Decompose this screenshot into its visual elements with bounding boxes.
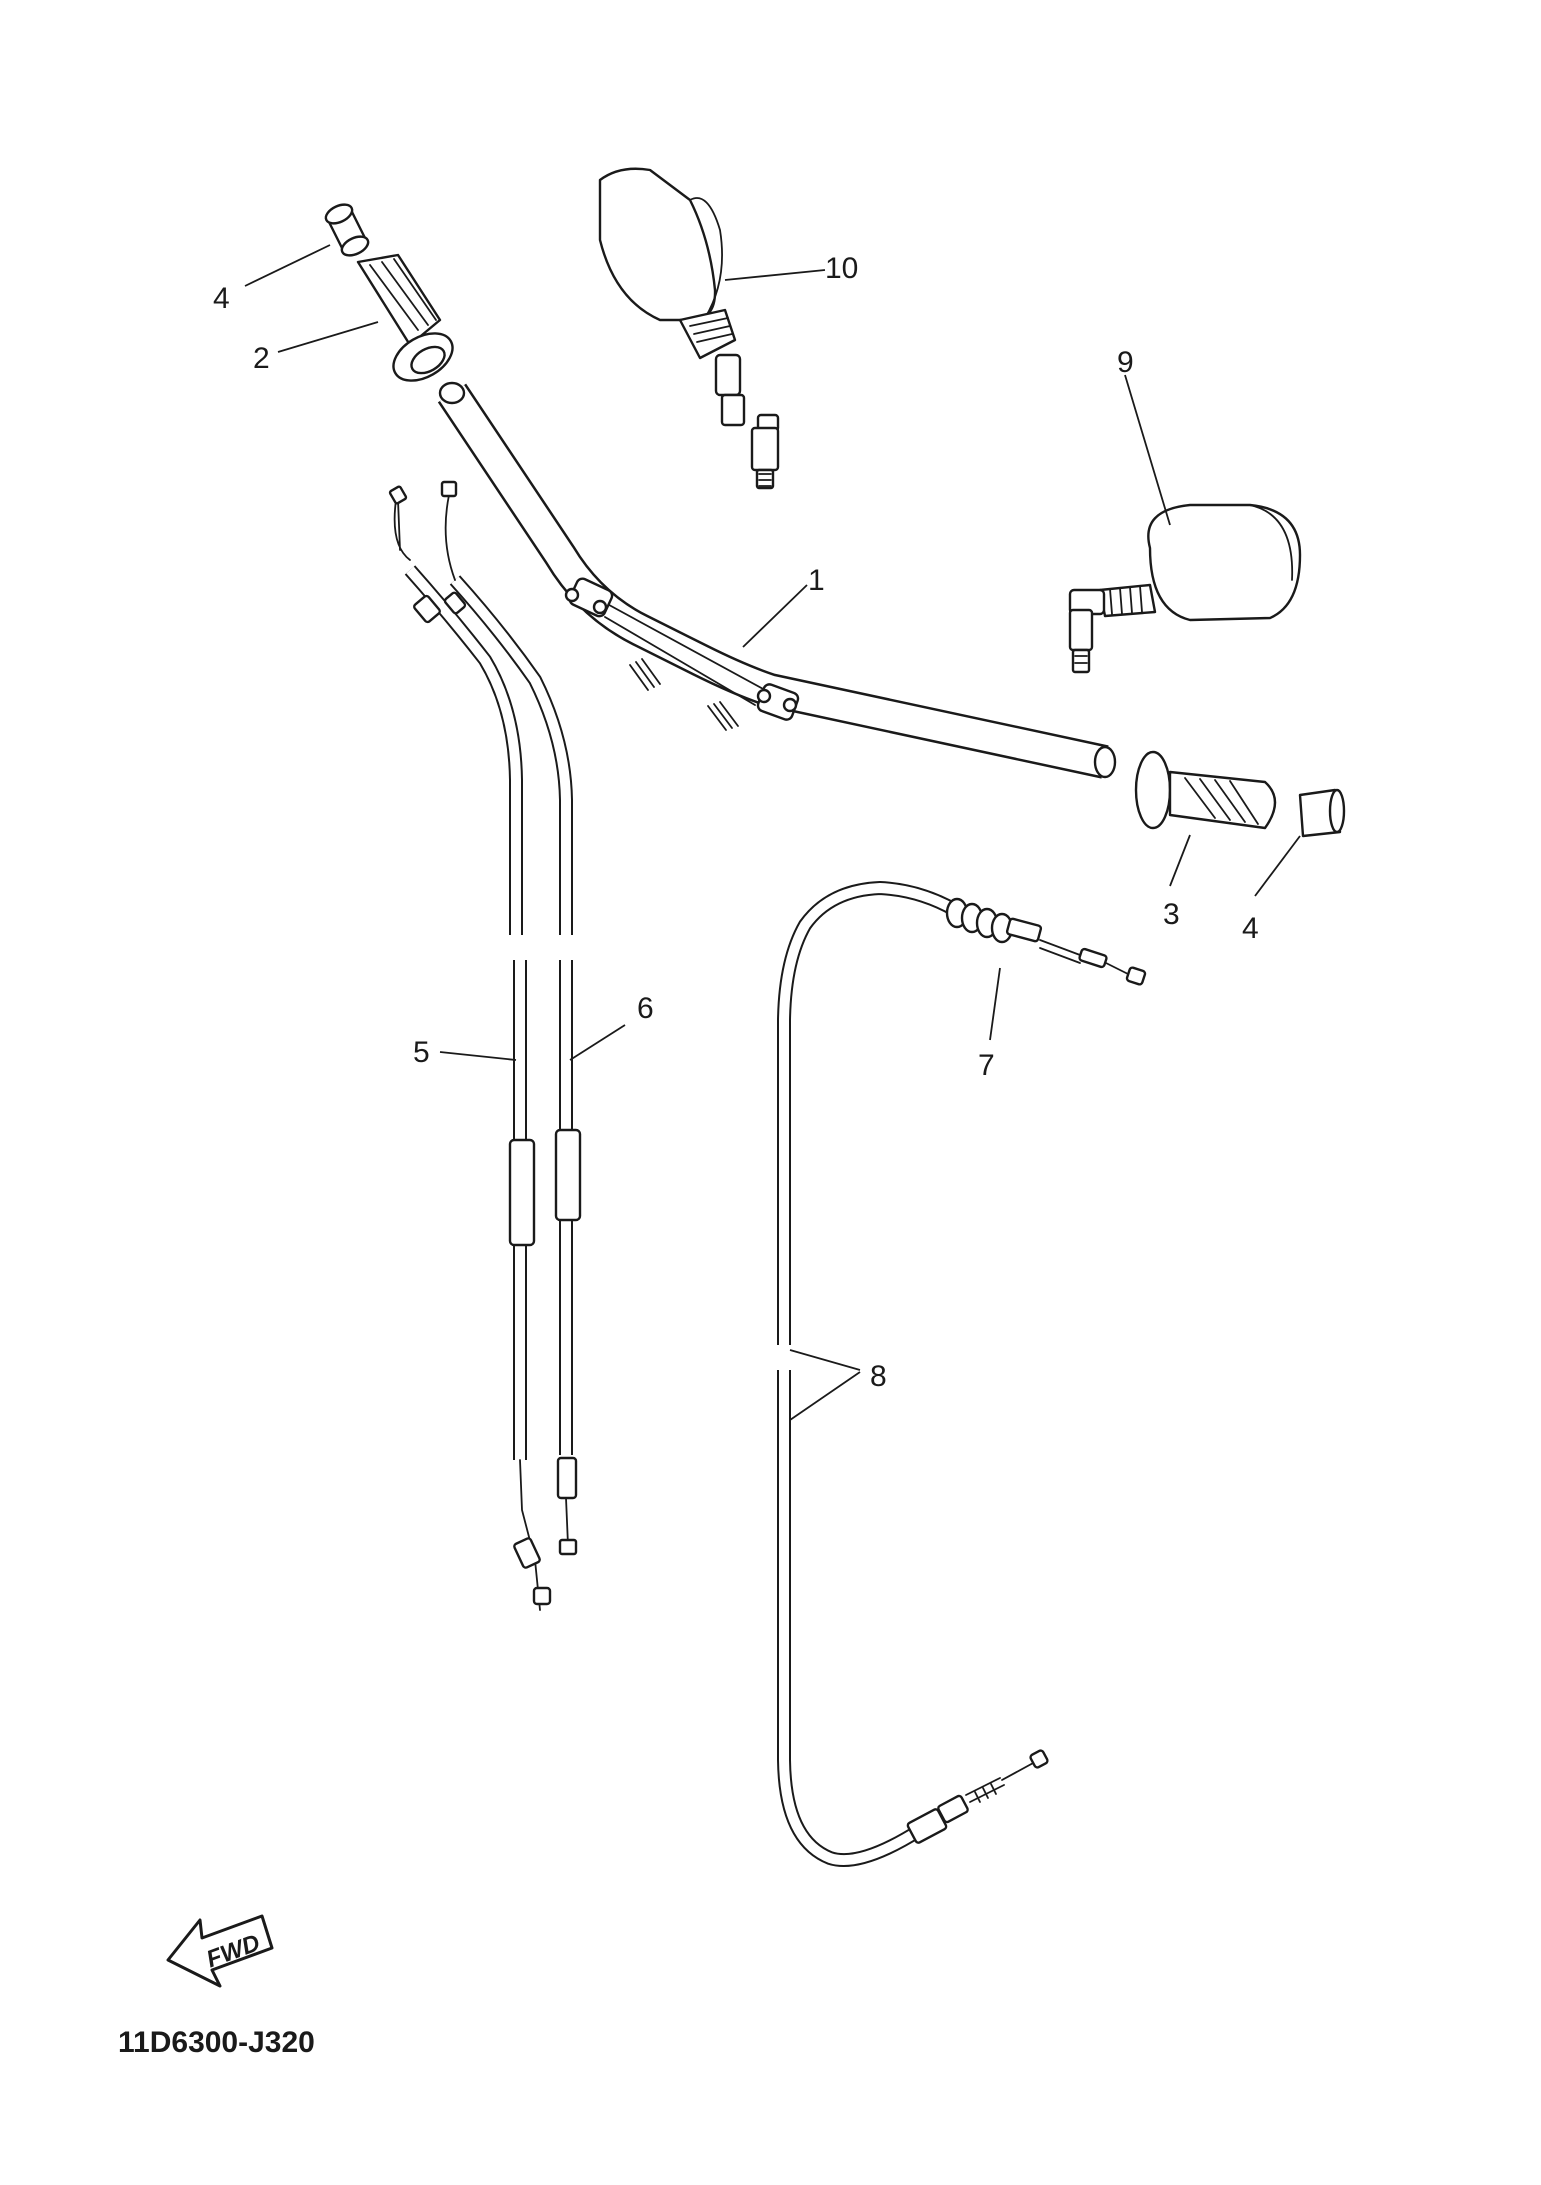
- fwd-arrow: FWD: [166, 1914, 274, 1988]
- callout-4-right: 4: [1242, 912, 1259, 945]
- right-mirror: [1068, 503, 1302, 674]
- callout-4-left: 4: [213, 282, 230, 315]
- left-grip: [356, 253, 454, 382]
- throttle-cable-5: [388, 485, 552, 1611]
- callout-10: 10: [825, 252, 858, 285]
- callout-9: 9: [1117, 346, 1134, 379]
- callout-2: 2: [253, 342, 270, 375]
- left-bar-end: [324, 203, 370, 257]
- drawing-code: 11D6300-J320: [118, 2026, 315, 2059]
- clutch-cable-upper-fitting: [945, 897, 1147, 986]
- callout-3: 3: [1163, 898, 1180, 931]
- right-bar-end: [1298, 788, 1346, 838]
- callout-6: 6: [637, 992, 654, 1025]
- clutch-cable: [777, 881, 1147, 1868]
- callout-7: 7: [978, 1049, 995, 1082]
- callout-5: 5: [413, 1036, 430, 1069]
- leader-lines: [244, 244, 1301, 1421]
- callout-1: 1: [808, 564, 825, 597]
- callouts: 1 2 3 4 4 5 6 7 8 9 10: [213, 252, 1259, 1393]
- throttle-cable-6: [440, 480, 582, 1556]
- clutch-cable-lower-fitting: [906, 1749, 1049, 1844]
- handlebar: [437, 381, 1117, 779]
- callout-8: 8: [870, 1360, 887, 1393]
- right-grip: [1134, 750, 1277, 830]
- left-mirror: [598, 167, 780, 490]
